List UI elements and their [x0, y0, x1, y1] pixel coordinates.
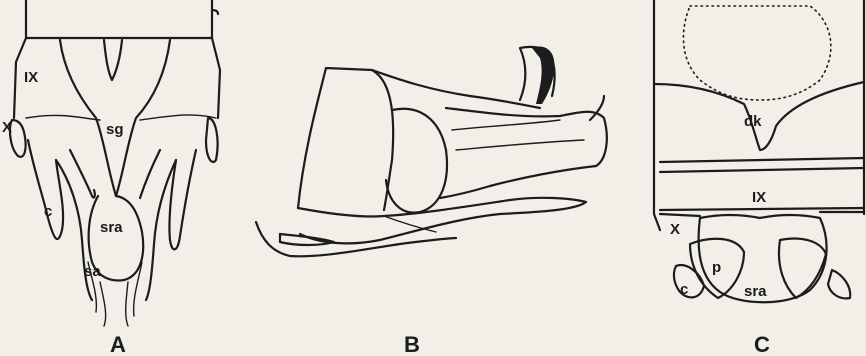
label-a-sa: sa — [84, 263, 101, 280]
label-a-c: c — [44, 203, 52, 220]
label-a-sg: sg — [106, 121, 124, 138]
label-c-p: p — [712, 259, 721, 276]
caption-a: A — [110, 332, 126, 356]
caption-c: C — [754, 332, 770, 356]
caption-b: B — [404, 332, 420, 356]
label-c-c: c — [680, 281, 688, 298]
panel-a-drawing — [10, 0, 220, 326]
label-a-ix: IX — [24, 69, 38, 86]
label-c-sra: sra — [744, 283, 767, 300]
panel-b-drawing — [256, 47, 607, 257]
label-a-sra: sra — [100, 219, 123, 236]
label-c-ix: IX — [752, 189, 766, 206]
label-c-dk: dk — [744, 113, 762, 130]
panel-c-drawing — [654, 0, 864, 302]
label-a-x: X — [2, 119, 12, 136]
label-c-x: X — [670, 221, 680, 238]
